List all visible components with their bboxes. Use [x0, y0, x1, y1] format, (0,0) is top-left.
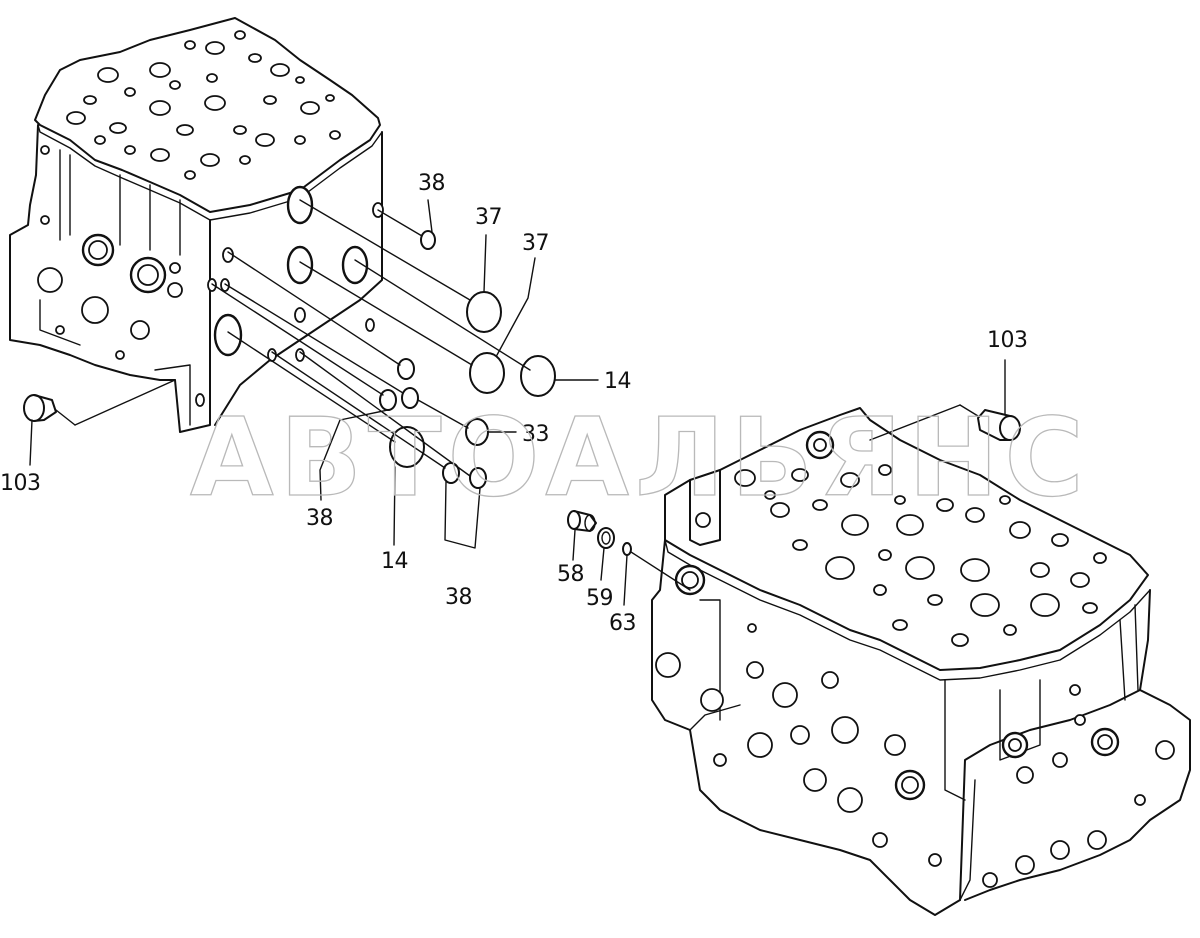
leader-lines: [29, 199, 1006, 606]
left-valve-block: [9, 17, 384, 433]
callout-63: 63: [609, 611, 636, 636]
callout-37-lower: 37: [522, 231, 549, 256]
left-block-front-bores: [195, 185, 384, 407]
o-ring-37-upper: [466, 291, 502, 333]
callout-38-top: 38: [418, 171, 445, 196]
left-block-top-holes: [66, 30, 341, 180]
callout-labels: 103 38 37 37 14 33 38 14 38 103 58 59 63: [0, 171, 1028, 636]
seal-parts: [23, 199, 1021, 591]
washer-59: [597, 527, 615, 549]
callout-38-lower-right: 38: [445, 585, 472, 610]
callout-58: 58: [557, 562, 584, 587]
callout-14-lower: 14: [381, 549, 408, 574]
callout-38-lower-left: 38: [306, 506, 333, 531]
o-ring-37-lower: [469, 352, 505, 394]
callout-33: 33: [522, 422, 549, 447]
right-block-front-bores: [982, 684, 1175, 888]
callout-59: 59: [586, 586, 613, 611]
right-block-top-holes: [734, 430, 1107, 647]
o-ring-14-right: [520, 355, 556, 397]
o-ring-38-top: [420, 230, 436, 250]
right-valve-block: [651, 407, 1191, 916]
bolt-103-right: [959, 404, 1021, 441]
right-block-side-bores: [655, 564, 942, 867]
o-ring-14-lower: [389, 426, 425, 468]
o-ring-63: [622, 542, 632, 556]
left-block-side-bores: [37, 145, 183, 360]
callout-103-right: 103: [987, 328, 1028, 353]
plug-58: [567, 510, 597, 532]
callout-103-left: 103: [0, 471, 41, 496]
callout-37-upper: 37: [475, 205, 502, 230]
bolt-103-left: [23, 394, 76, 426]
watermark-text: АВТОАЛЬЯНС: [190, 396, 1090, 521]
callout-14-right: 14: [604, 369, 631, 394]
